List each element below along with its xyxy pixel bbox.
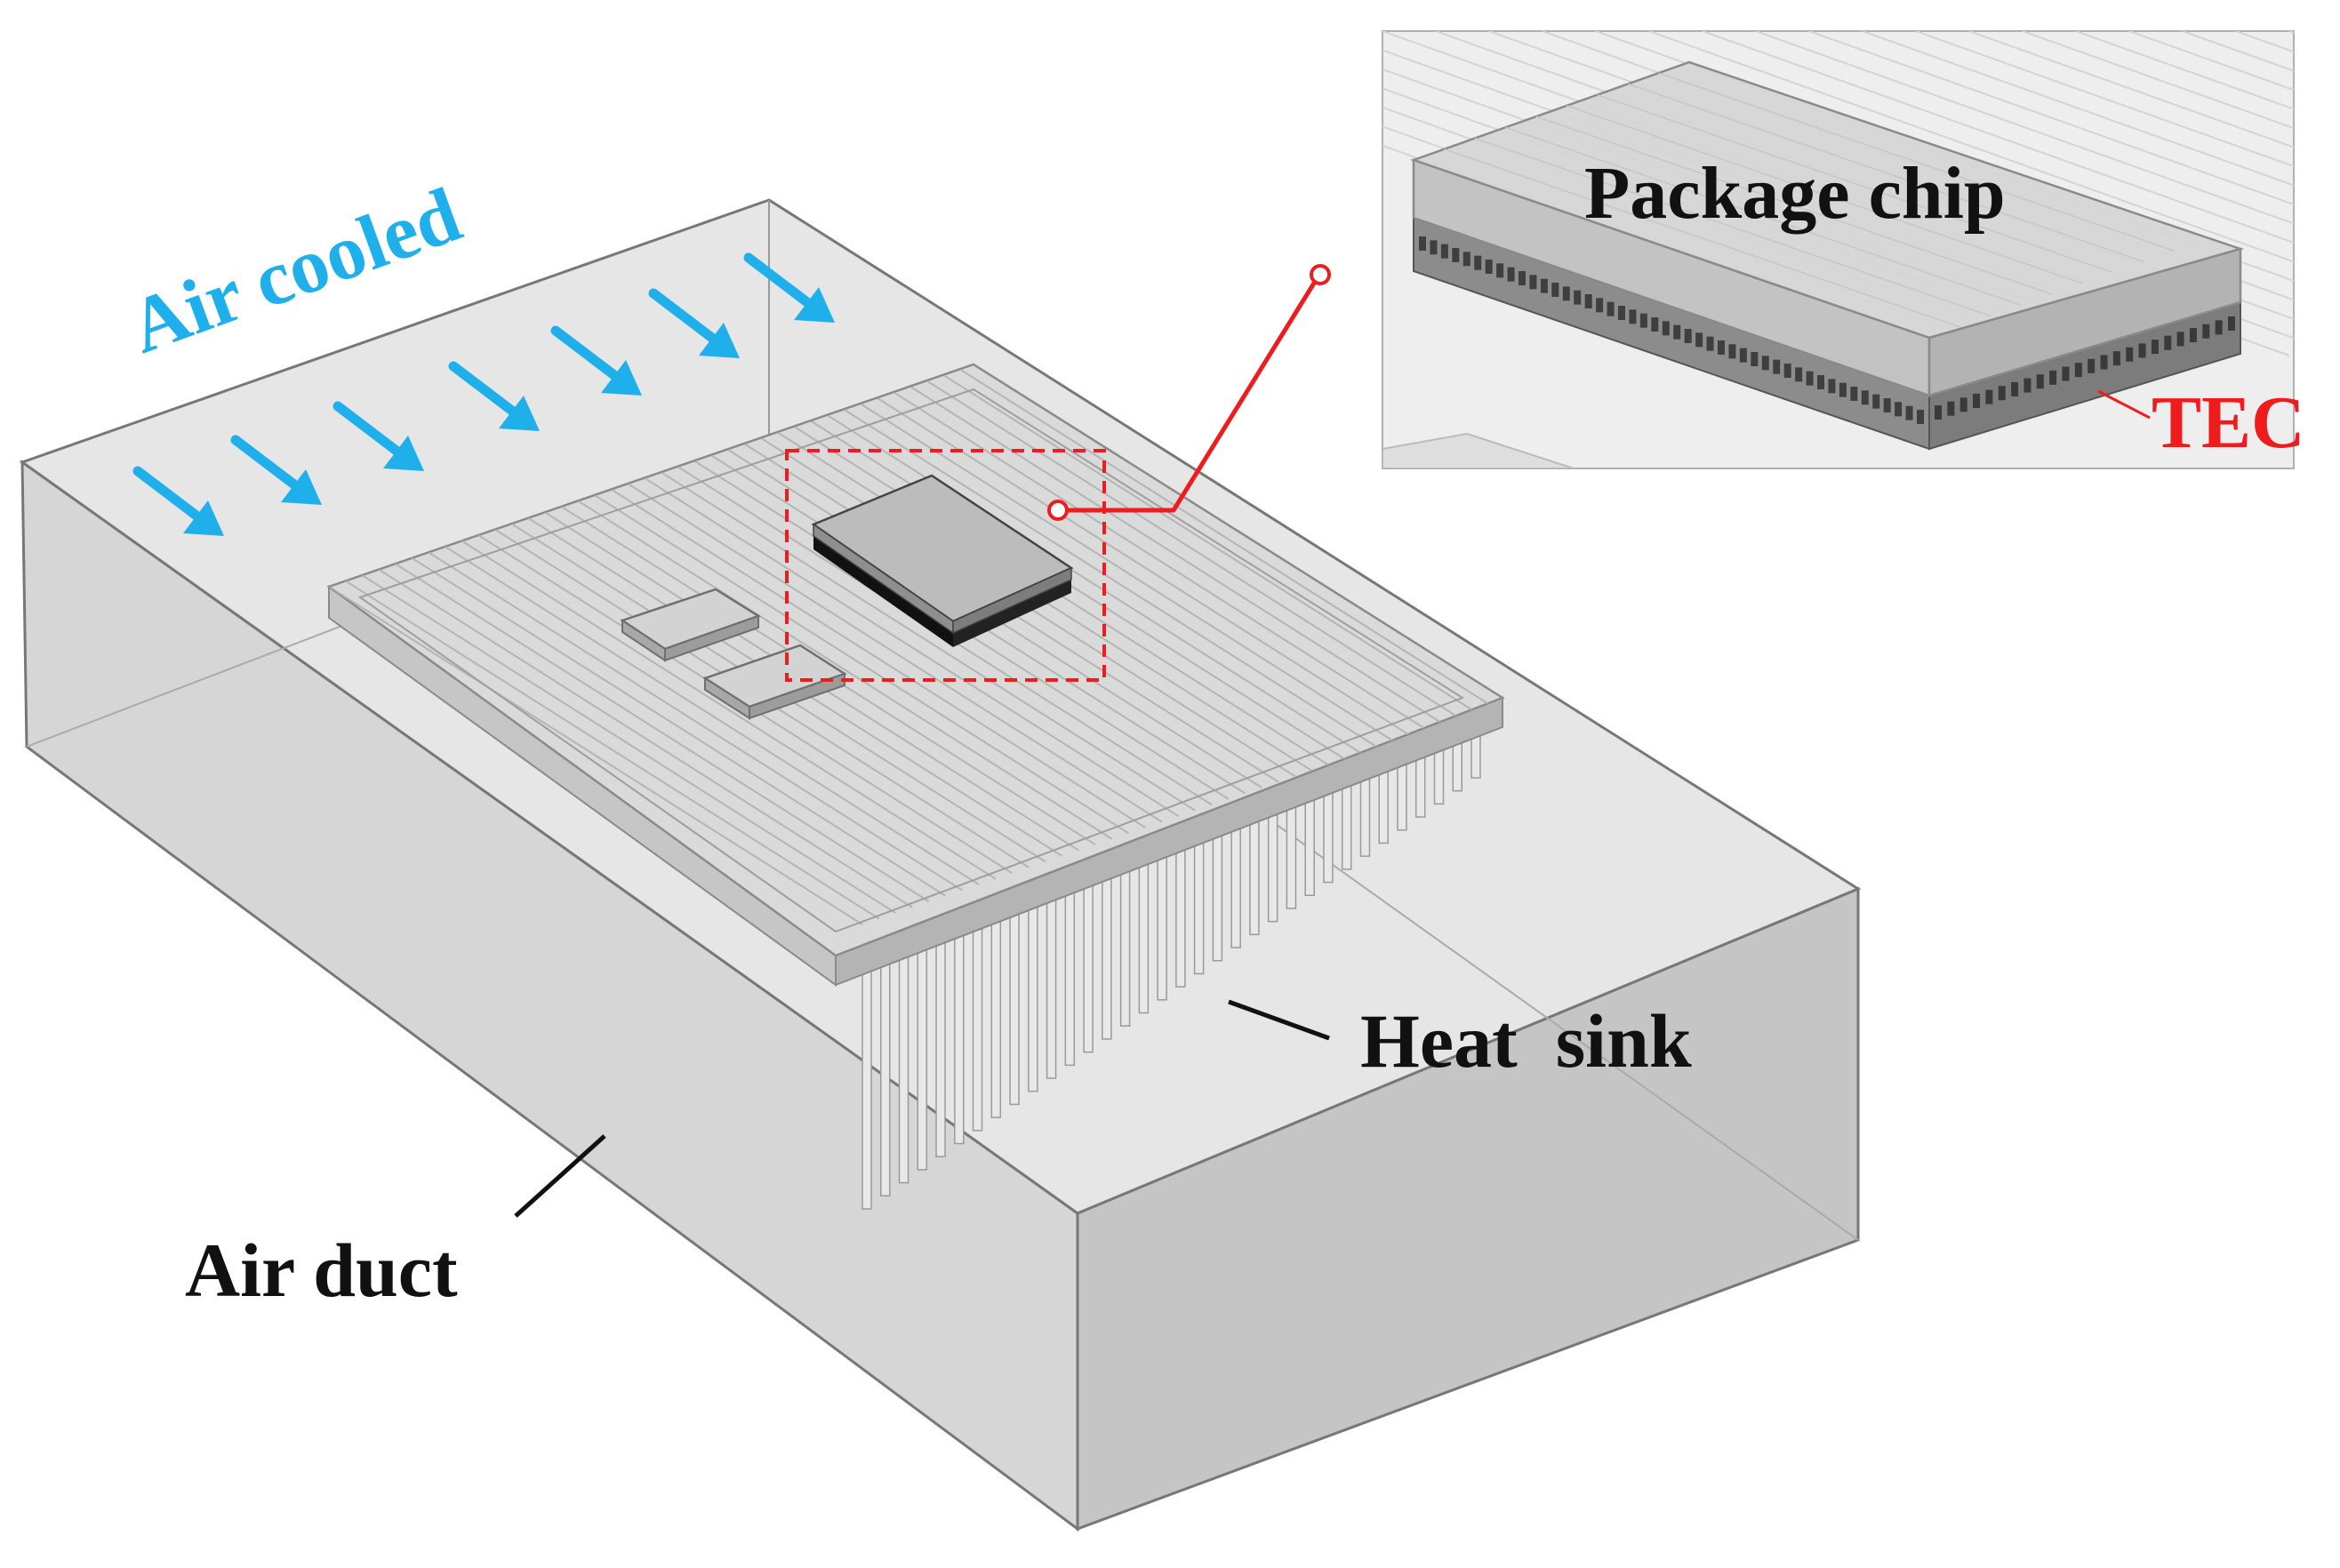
small-pad-left (620, 588, 761, 662)
heat-sink-plate (326, 363, 1505, 987)
callout-connector (785, 264, 2151, 682)
tec-layer (1419, 236, 2235, 424)
heat-sink-leader (1228, 999, 1330, 1041)
heat-sink-label: Heat sink (1360, 998, 1692, 1084)
air-duct-leader (514, 1134, 606, 1218)
air-duct-label: Air duct (185, 1228, 458, 1313)
small-pad-right (702, 644, 847, 720)
package-chip-label: Package chip (1584, 152, 2006, 235)
package-chip (811, 474, 1074, 647)
circle-endpoint-icon (1310, 264, 1331, 285)
zoom-region-box (785, 449, 1106, 682)
inset-zoom-view (1382, 30, 2295, 469)
heat-sink-fins (861, 701, 1481, 1210)
circle-endpoint-icon (1047, 500, 1069, 521)
tec-label: TEC (2152, 381, 2305, 464)
arrow-down-right-icon (132, 252, 835, 536)
